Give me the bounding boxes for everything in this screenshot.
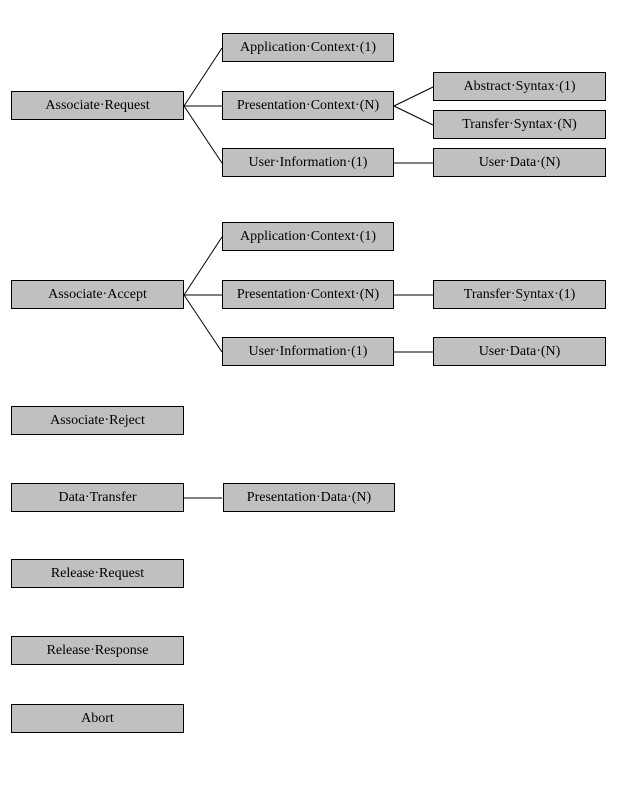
release-response-box: Release·Response [11, 636, 184, 665]
connector-acc-userinfo [183, 294, 223, 353]
accept-user-information-box: User·Information·(1) [222, 337, 394, 366]
request-user-data-box: User·Data·(N) [433, 148, 606, 177]
associate-reject-box: Associate·Reject [11, 406, 184, 435]
request-abstract-syntax-box: Abstract·Syntax·(1) [433, 72, 606, 101]
connector-acc-appctx [183, 236, 223, 296]
associate-accept-box: Associate·Accept [11, 280, 184, 309]
accept-transfer-syntax-box: Transfer·Syntax·(1) [433, 280, 606, 309]
request-application-context-box: Application·Context·(1) [222, 33, 394, 62]
release-request-box: Release·Request [11, 559, 184, 588]
request-user-information-box: User·Information·(1) [222, 148, 394, 177]
request-presentation-context-box: Presentation·Context·(N) [222, 91, 394, 120]
accept-user-data-box: User·Data·(N) [433, 337, 606, 366]
request-transfer-syntax-box: Transfer·Syntax·(N) [433, 110, 606, 139]
data-transfer-box: Data·Transfer [11, 483, 184, 512]
connector-req-userinfo [183, 105, 223, 164]
associate-request-box: Associate·Request [11, 91, 184, 120]
connector-req-appctx [183, 47, 223, 107]
accept-presentation-context-box: Presentation·Context·(N) [222, 280, 394, 309]
connector-req-abstract [393, 86, 434, 107]
accept-application-context-box: Application·Context·(1) [222, 222, 394, 251]
abort-box: Abort [11, 704, 184, 733]
presentation-data-box: Presentation·Data·(N) [223, 483, 395, 512]
connector-req-transfer [393, 105, 434, 126]
